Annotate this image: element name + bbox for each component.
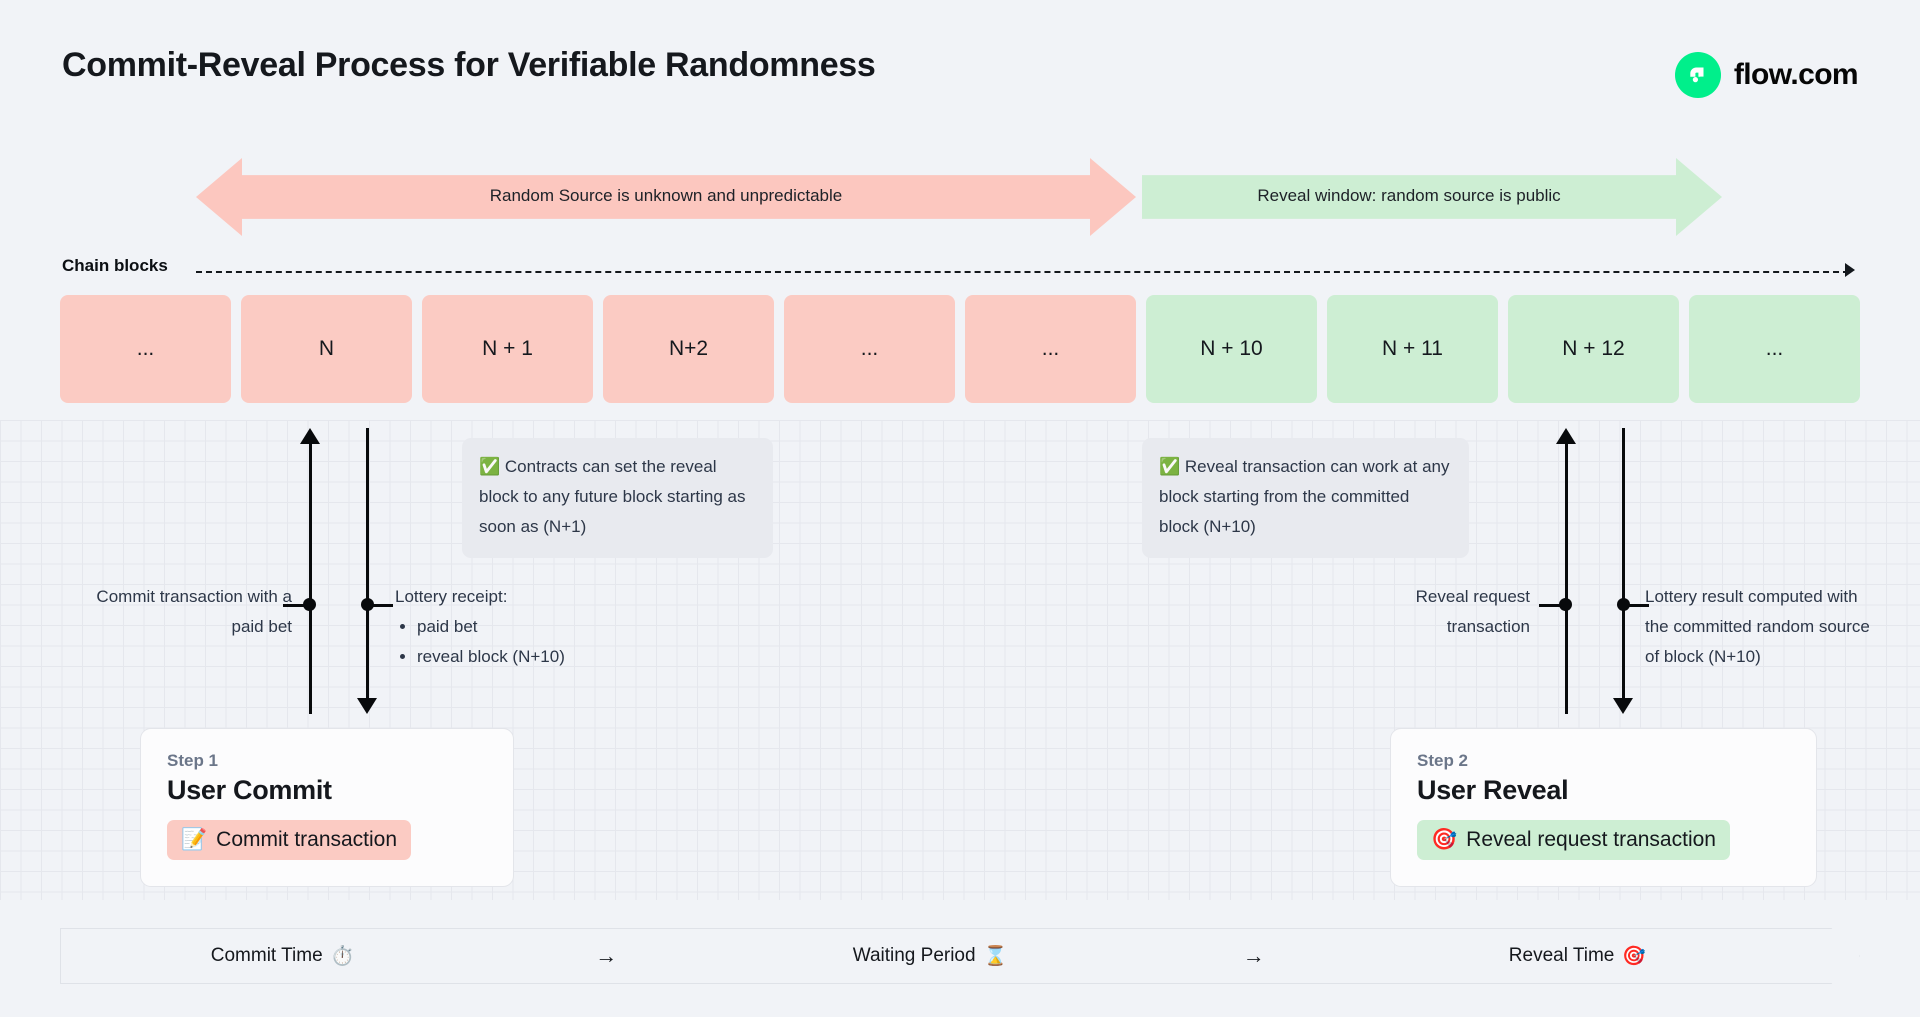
reveal-line <box>1565 442 1568 714</box>
commit-line <box>309 442 312 714</box>
flow-brand-logo: flow.com <box>1674 52 1859 98</box>
page-title: Commit-Reveal Process for Verifiable Ran… <box>62 46 876 84</box>
direct-hit-target-icon: 🎯 <box>1431 828 1458 851</box>
result-line-arrowhead-down-icon <box>1613 698 1633 714</box>
chain-blocks-row: ... N N + 1 N+2 ... ... N + 10 N + 11 N … <box>60 295 1860 403</box>
commit-transaction-pill-label: Commit transaction <box>216 828 398 851</box>
annotation-reveal-request-transaction: Reveal request transaction <box>1415 587 1530 636</box>
receipt-line-arrowhead-down-icon <box>357 698 377 714</box>
step-2-title: User Reveal <box>1417 775 1569 805</box>
white-check-mark-icon: ✅ <box>1159 457 1181 476</box>
reveal-request-transaction-pill-label: Reveal request transaction <box>1466 828 1716 851</box>
reveal-request-transaction-pill[interactable]: 🎯 Reveal request transaction <box>1417 820 1730 860</box>
chain-axis-dashed-line <box>196 271 1849 273</box>
receipt-line <box>366 428 369 700</box>
timeline-stage-waiting-period: Waiting Period ⌛ <box>707 944 1152 968</box>
chain-block[interactable]: ... <box>784 295 955 403</box>
list-item: paid bet <box>417 612 655 642</box>
note-reveal-text: Reveal transaction can work at any block… <box>1159 457 1450 536</box>
timeline-arrow-shape <box>60 928 1860 984</box>
step-card-user-commit[interactable]: Step 1 User Commit 📝 Commit transaction <box>140 728 514 887</box>
timeline-separator-arrow-icon: → <box>595 943 618 968</box>
chain-axis-arrowhead-icon <box>1845 263 1855 277</box>
annotation-commit-transaction: Commit transaction with a paid bet <box>96 587 292 636</box>
note-contracts-text: Contracts can set the reveal block to an… <box>479 457 746 536</box>
chain-block[interactable]: ... <box>1689 295 1860 403</box>
chain-block[interactable]: N + 12 <box>1508 295 1679 403</box>
step-1-title: User Commit <box>167 775 332 805</box>
white-check-mark-icon: ✅ <box>479 457 501 476</box>
commit-transaction-pill[interactable]: 📝 Commit transaction <box>167 820 412 860</box>
timeline-separator-arrow-icon: → <box>1242 943 1265 968</box>
step-1-eyebrow: Step 1 <box>167 751 219 770</box>
commit-line-node <box>303 598 316 611</box>
annotation-lottery-receipt-list: paid bet reveal block (N+10) <box>395 612 655 672</box>
timeline-stage-reveal-time-label: Reveal Time <box>1508 945 1615 966</box>
chain-block[interactable]: N <box>241 295 412 403</box>
receipt-line-node <box>361 598 374 611</box>
stopwatch-icon: ⏱️ <box>330 946 355 967</box>
banner-reveal-window-label: Reveal window: random source is public <box>1257 186 1561 205</box>
timeline-stage-commit-time-label: Commit Time <box>210 945 323 966</box>
annotation-lottery-result: Lottery result computed with the committ… <box>1645 587 1870 666</box>
bottom-timeline: Commit Time ⏱️ → Waiting Period ⌛ → Reve… <box>60 928 1860 984</box>
annotation-lottery-receipt: Lottery receipt: paid bet reveal block (… <box>395 582 655 672</box>
step-card-user-reveal[interactable]: Step 2 User Reveal 🎯 Reveal request tran… <box>1390 728 1817 887</box>
timeline-stage-waiting-period-label: Waiting Period <box>852 945 976 966</box>
chain-blocks-label: Chain blocks <box>62 256 168 275</box>
step-2-eyebrow: Step 2 <box>1417 751 1469 770</box>
timeline-stages: Commit Time ⏱️ → Waiting Period ⌛ → Reve… <box>60 928 1860 984</box>
chain-block[interactable]: N + 1 <box>422 295 593 403</box>
chain-block[interactable]: ... <box>965 295 1136 403</box>
result-line-node <box>1617 598 1630 611</box>
chain-block[interactable]: N + 10 <box>1146 295 1317 403</box>
timeline-stage-commit-time: Commit Time ⏱️ <box>60 944 505 968</box>
reveal-line-node <box>1559 598 1572 611</box>
annotation-lottery-receipt-title: Lottery receipt: <box>395 587 508 606</box>
timeline-stage-reveal-time: Reveal Time 🎯 <box>1355 944 1800 968</box>
direct-hit-target-icon: 🎯 <box>1622 946 1647 967</box>
note-reveal-transaction-window: ✅ Reveal transaction can work at any blo… <box>1142 438 1469 558</box>
chain-block[interactable]: ... <box>60 295 231 403</box>
memo-pencil-icon: 📝 <box>181 828 208 851</box>
chain-block[interactable]: N + 11 <box>1327 295 1498 403</box>
hourglass-icon: ⌛ <box>983 946 1008 967</box>
flow-brand-name: flow.com <box>1733 58 1859 91</box>
result-line <box>1622 428 1625 700</box>
flow-logo-icon <box>1674 52 1721 98</box>
note-contracts-reveal-block: ✅ Contracts can set the reveal block to … <box>462 438 773 558</box>
list-item: reveal block (N+10) <box>417 642 655 672</box>
banner-random-source-unknown-label: Random Source is unknown and unpredictab… <box>489 186 843 205</box>
chain-block[interactable]: N+2 <box>603 295 774 403</box>
